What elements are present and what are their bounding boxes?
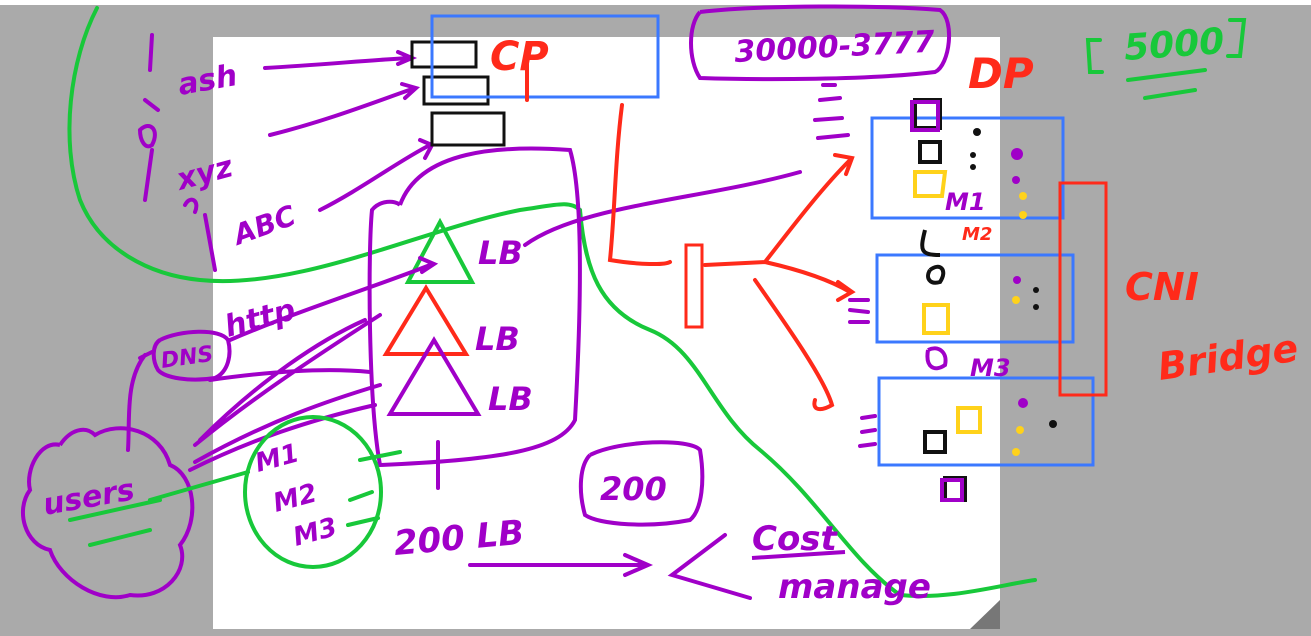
node-box-m2 [875, 253, 1075, 344]
machines-lines [148, 450, 402, 527]
label-xyz: xyz [171, 149, 237, 198]
label-port-range: 30000-3777 [734, 25, 936, 70]
pod-box-3 [430, 111, 506, 147]
lb-to-node-line [523, 170, 802, 247]
dot-yellow-3 [1012, 296, 1020, 304]
top-bar [0, 0, 1311, 5]
dot-purple-2 [1012, 176, 1020, 184]
pod-box-1 [410, 40, 478, 69]
lb-triangle-purple [386, 336, 482, 416]
bridge-fanout [703, 153, 856, 412]
purple-user-markers [138, 33, 217, 272]
dot-purple-4 [1018, 398, 1028, 408]
dot-yellow-5 [1012, 448, 1020, 456]
cp-to-bridge-line [607, 103, 672, 267]
machines-circle [243, 415, 383, 569]
dot-purple-1 [1011, 148, 1023, 160]
label-bridge: Bridge [1155, 326, 1301, 389]
cost-bracket [667, 533, 752, 600]
label-circle-m3: M3 [290, 512, 340, 552]
label-lb-1: LB [478, 234, 523, 272]
node-purple-pods [910, 100, 964, 502]
user-request-lines [188, 313, 382, 472]
control-plane-box [430, 14, 660, 99]
label-circle-m2: M2 [270, 478, 320, 518]
node-box-m3 [877, 376, 1095, 467]
arrow-ash-to-box [263, 50, 418, 70]
pod-box-2 [422, 75, 490, 106]
node-pods [913, 98, 967, 502]
arrow-xyz-to-box [268, 82, 421, 137]
dot-yellow-2 [1019, 211, 1027, 219]
label-dns: DNS [159, 342, 214, 374]
bridge-bar [684, 243, 704, 329]
dot-yellow-1 [1019, 192, 1027, 200]
cni-bridge-bar [1058, 181, 1108, 397]
http-to-lb-line [228, 256, 439, 342]
node-yellow-pods [913, 170, 982, 434]
label-dp: DP [968, 49, 1034, 98]
node-stack-marks [813, 83, 877, 448]
page-fold-corner [970, 600, 1000, 629]
whiteboard-canvas [213, 37, 1000, 629]
lb-triangle-green [404, 217, 476, 284]
label-m2-small: M2 [962, 224, 992, 245]
users-to-dns-line [126, 350, 154, 452]
green-user-group-outline [67, 6, 582, 284]
limit-bracket [1085, 18, 1247, 74]
dot-black-1 [973, 128, 981, 136]
label-200-lb: 200 LB [392, 513, 525, 564]
dot-black-5 [1033, 304, 1039, 310]
label-manage: manage [778, 567, 931, 607]
green-boundary-curve [578, 208, 1037, 598]
label-cni: CNI [1125, 265, 1199, 309]
dot-purple-3 [1013, 276, 1021, 284]
label-lb-3: LB [488, 380, 533, 418]
dot-yellow-4 [1016, 426, 1024, 434]
dot-black-2 [970, 152, 976, 158]
label-lb-2: LB [475, 320, 520, 358]
label-limit: 5000 [1123, 21, 1226, 69]
users-underline [68, 498, 162, 547]
arrow-to-cost [468, 553, 654, 577]
dot-black-6 [1049, 420, 1057, 428]
lb-group-outline [367, 146, 582, 468]
cost-underline [751, 550, 846, 560]
label-circled-200: 200 [600, 470, 667, 508]
label-cp: CP [490, 34, 549, 80]
dot-black-3 [970, 164, 976, 170]
node-box-m1 [870, 116, 1065, 220]
limit-underlines [1126, 68, 1207, 100]
users-cloud [20, 426, 195, 600]
label-m3: M3 [970, 354, 1011, 382]
range-bubble [689, 4, 952, 82]
lb-triangle-red [382, 284, 470, 356]
dot-black-4 [1033, 287, 1039, 293]
label-abc: ABC [227, 199, 300, 253]
arrow-abc-to-box [318, 138, 435, 212]
label-ash: ash [175, 58, 240, 103]
circled-200-bubble [578, 440, 705, 527]
label-m1: M1 [945, 188, 986, 216]
